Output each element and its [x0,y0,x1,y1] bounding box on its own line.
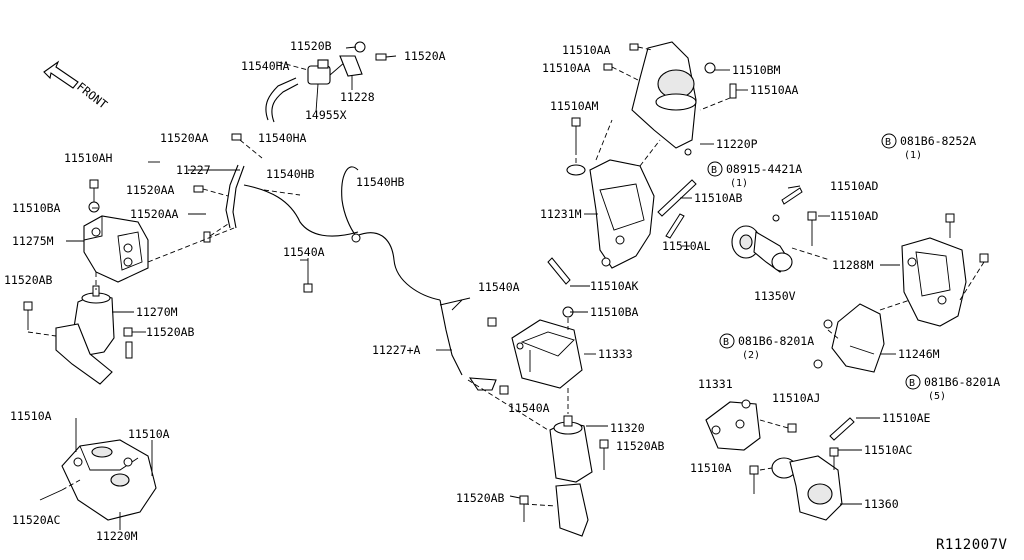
part-labels: 11520B 11520A 11540HA 11228 14955X 11540… [4,39,1008,553]
circle-b-1: B [885,137,891,148]
label-11510A-2: 11510A [128,427,170,441]
torque-rod-11350V [731,187,831,273]
label-11510AA-3: 11510AA [750,83,799,97]
label-11220P: 11220P [716,137,758,151]
label-11360: 11360 [864,497,899,511]
label-11540HA-2: 11540HA [258,131,307,145]
circle-b-3: B [723,337,729,348]
mount-11270M [23,227,235,385]
label-11510AL: 11510AL [662,239,711,253]
label-081B6-8201A-2: 081B6-8201A [924,375,1000,389]
label-11520AB-4: 11520AB [456,491,505,505]
label-11540A-2: 11540A [478,280,520,294]
label-11520B: 11520B [290,39,332,53]
label-08915: 08915-4421A [726,162,802,176]
mount-11220M [39,418,157,530]
label-11510AB: 11510AB [694,191,743,205]
label-11510AA-1: 11510AA [562,43,611,57]
label-081B6-8201A-2-qty: (5) [928,391,946,402]
label-081B6-8201A-1: 081B6-8201A [738,334,814,348]
label-11510AA-2: 11510AA [542,61,591,75]
label-11510AD-2: 11510AD [830,209,879,223]
label-11220M: 11220M [96,529,138,543]
label-14955X: 14955X [305,108,347,122]
label-11350V: 11350V [754,289,796,303]
label-11520AA-3: 11520AA [130,207,179,221]
label-11540HA-1: 11540HA [241,59,290,73]
label-11228: 11228 [340,90,375,104]
label-11520AC: 11520AC [12,513,61,527]
bracket-11331 [705,399,797,451]
label-081B6-8252A-qty: (1) [904,150,922,161]
label-11510BM: 11510BM [732,63,781,77]
label-11288M: 11288M [832,258,874,272]
label-11270M: 11270M [136,305,178,319]
label-11510A-3: 11510A [690,461,732,475]
mount-11320 [467,379,609,537]
leader-lines [66,69,900,505]
mount-11360 [749,417,855,521]
circle-b-4: B [909,378,915,389]
bracket-11220P [603,41,737,156]
label-11520AB-2: 11520AB [146,325,195,339]
label-11510AE: 11510AE [882,411,931,425]
label-11520AA-1: 11520AA [160,131,209,145]
label-11510AM: 11510AM [550,99,599,113]
label-11333: 11333 [598,347,633,361]
bracket-11288M [879,213,989,327]
front-label: FRONT [74,79,110,111]
hose-assembly-11540HA [265,41,397,123]
label-11540A-1: 11540A [283,245,325,259]
circle-b-2: B [711,165,717,176]
bracket-11231M [566,117,697,269]
label-11540HB-1: 11540HB [266,167,315,181]
mount-11333 [511,257,583,389]
label-11510BA-1: 11510BA [12,201,61,215]
label-11510AK: 11510AK [590,279,639,293]
label-11520AB-1: 11520AB [4,273,53,287]
label-11520AB-3: 11520AB [616,439,665,453]
label-11510A-1: 11510A [10,409,52,423]
diagram-reference-code: R112007V [936,537,1008,553]
label-11510AD-1: 11510AD [830,179,879,193]
label-11227: 11227 [176,163,211,177]
label-11540HB-2: 11540HB [356,175,405,189]
label-11520AA-2: 11520AA [126,183,175,197]
label-11320: 11320 [610,421,645,435]
label-11510BA-2: 11510BA [590,305,639,319]
label-081B6-8252A: 081B6-8252A [900,134,976,148]
label-11510AH: 11510AH [64,151,113,165]
label-11510AC: 11510AC [864,443,913,457]
label-11231M: 11231M [540,207,582,221]
mount-11275M [83,179,149,283]
label-11227A: 11227+A [372,343,421,357]
bracket-11246M [813,303,885,373]
front-arrow: FRONT [43,60,110,112]
hose-11227 [193,133,509,395]
label-11275M: 11275M [12,234,54,248]
label-081B6-8201A-1-qty: (2) [742,350,760,361]
label-08915-qty: (1) [730,178,748,189]
label-11520A-top: 11520A [404,49,446,63]
label-11246M: 11246M [898,347,940,361]
label-11540A-3: 11540A [508,401,550,415]
circle-b-markers: B B B B [707,133,921,390]
label-11331: 11331 [698,377,733,391]
label-11510AJ: 11510AJ [772,391,820,405]
